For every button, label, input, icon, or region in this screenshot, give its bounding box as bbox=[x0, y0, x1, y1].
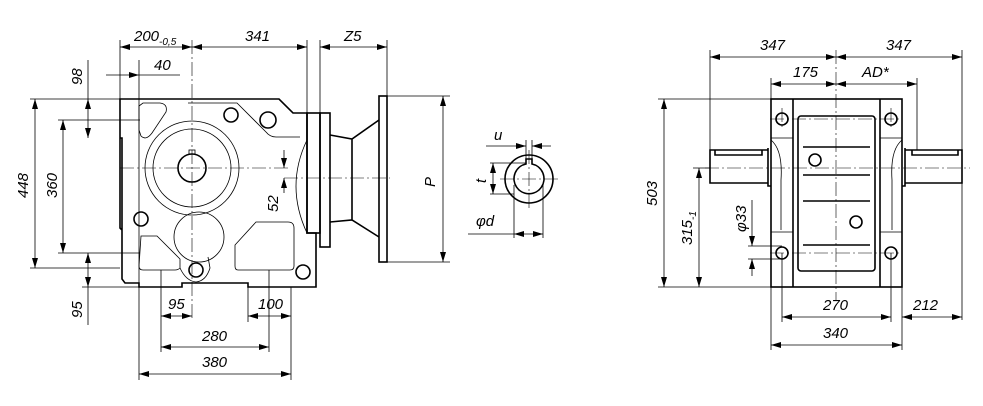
bolt-hole bbox=[259, 111, 277, 129]
gear-circle bbox=[173, 211, 225, 263]
front-view: 347 347 175 AD* 503 315-1 φ33 270 212 34… bbox=[644, 37, 970, 350]
inspection-panel bbox=[797, 115, 876, 272]
dim-52: 52 bbox=[265, 195, 282, 212]
plug-hole bbox=[849, 215, 863, 229]
motor-flange bbox=[378, 95, 388, 263]
bolt-hole bbox=[223, 107, 239, 123]
dim-ad: AD* bbox=[861, 64, 890, 81]
dim-212: 212 bbox=[912, 297, 939, 314]
adapter-plate bbox=[306, 112, 321, 234]
dim-200: 200-0,5 bbox=[133, 28, 177, 48]
housing-body bbox=[770, 98, 903, 288]
dim-360: 360 bbox=[44, 172, 61, 198]
dim-t: t bbox=[473, 178, 490, 183]
side-view: 200-0,5 341 Z5 40 98 448 360 95 52 P 95 … bbox=[15, 28, 450, 380]
dim-341: 341 bbox=[245, 28, 270, 45]
dim-280: 280 bbox=[201, 328, 228, 345]
dim-347-left: 347 bbox=[760, 37, 786, 54]
keyed-bore bbox=[513, 158, 545, 195]
dim-448: 448 bbox=[15, 172, 32, 198]
motor-adapter-cone bbox=[329, 119, 380, 238]
bolt-hole bbox=[295, 264, 311, 280]
dim-315: 315-1 bbox=[679, 211, 699, 245]
bolt-hole bbox=[133, 211, 149, 227]
bolt-hole bbox=[188, 262, 204, 278]
dim-380: 380 bbox=[202, 354, 228, 371]
dim-175: 175 bbox=[793, 64, 819, 81]
left-shaft bbox=[709, 148, 771, 187]
right-shaft bbox=[902, 148, 963, 187]
dim-u: u bbox=[494, 127, 503, 144]
dim-347-right: 347 bbox=[886, 37, 912, 54]
dim-p: P bbox=[422, 177, 439, 187]
dim-z5: Z5 bbox=[343, 28, 362, 45]
dim-98: 98 bbox=[69, 68, 86, 85]
shaft-key-section: u t φd bbox=[468, 127, 558, 238]
dim-270: 270 bbox=[822, 297, 849, 314]
dim-100: 100 bbox=[258, 296, 284, 313]
inner-rib-bottom-left bbox=[138, 235, 181, 271]
dim-95-vertical: 95 bbox=[69, 301, 86, 318]
inner-rib-top bbox=[138, 102, 167, 139]
housing-outline bbox=[119, 98, 317, 288]
dim-33: φ33 bbox=[733, 205, 750, 232]
dim-40: 40 bbox=[154, 57, 171, 74]
dim-95-horizontal: 95 bbox=[168, 296, 185, 313]
dim-340: 340 bbox=[823, 325, 849, 342]
dim-d: φd bbox=[476, 213, 495, 230]
plug-hole bbox=[808, 153, 822, 167]
dim-503: 503 bbox=[644, 180, 661, 206]
inner-rib-bottom-right bbox=[234, 221, 295, 271]
